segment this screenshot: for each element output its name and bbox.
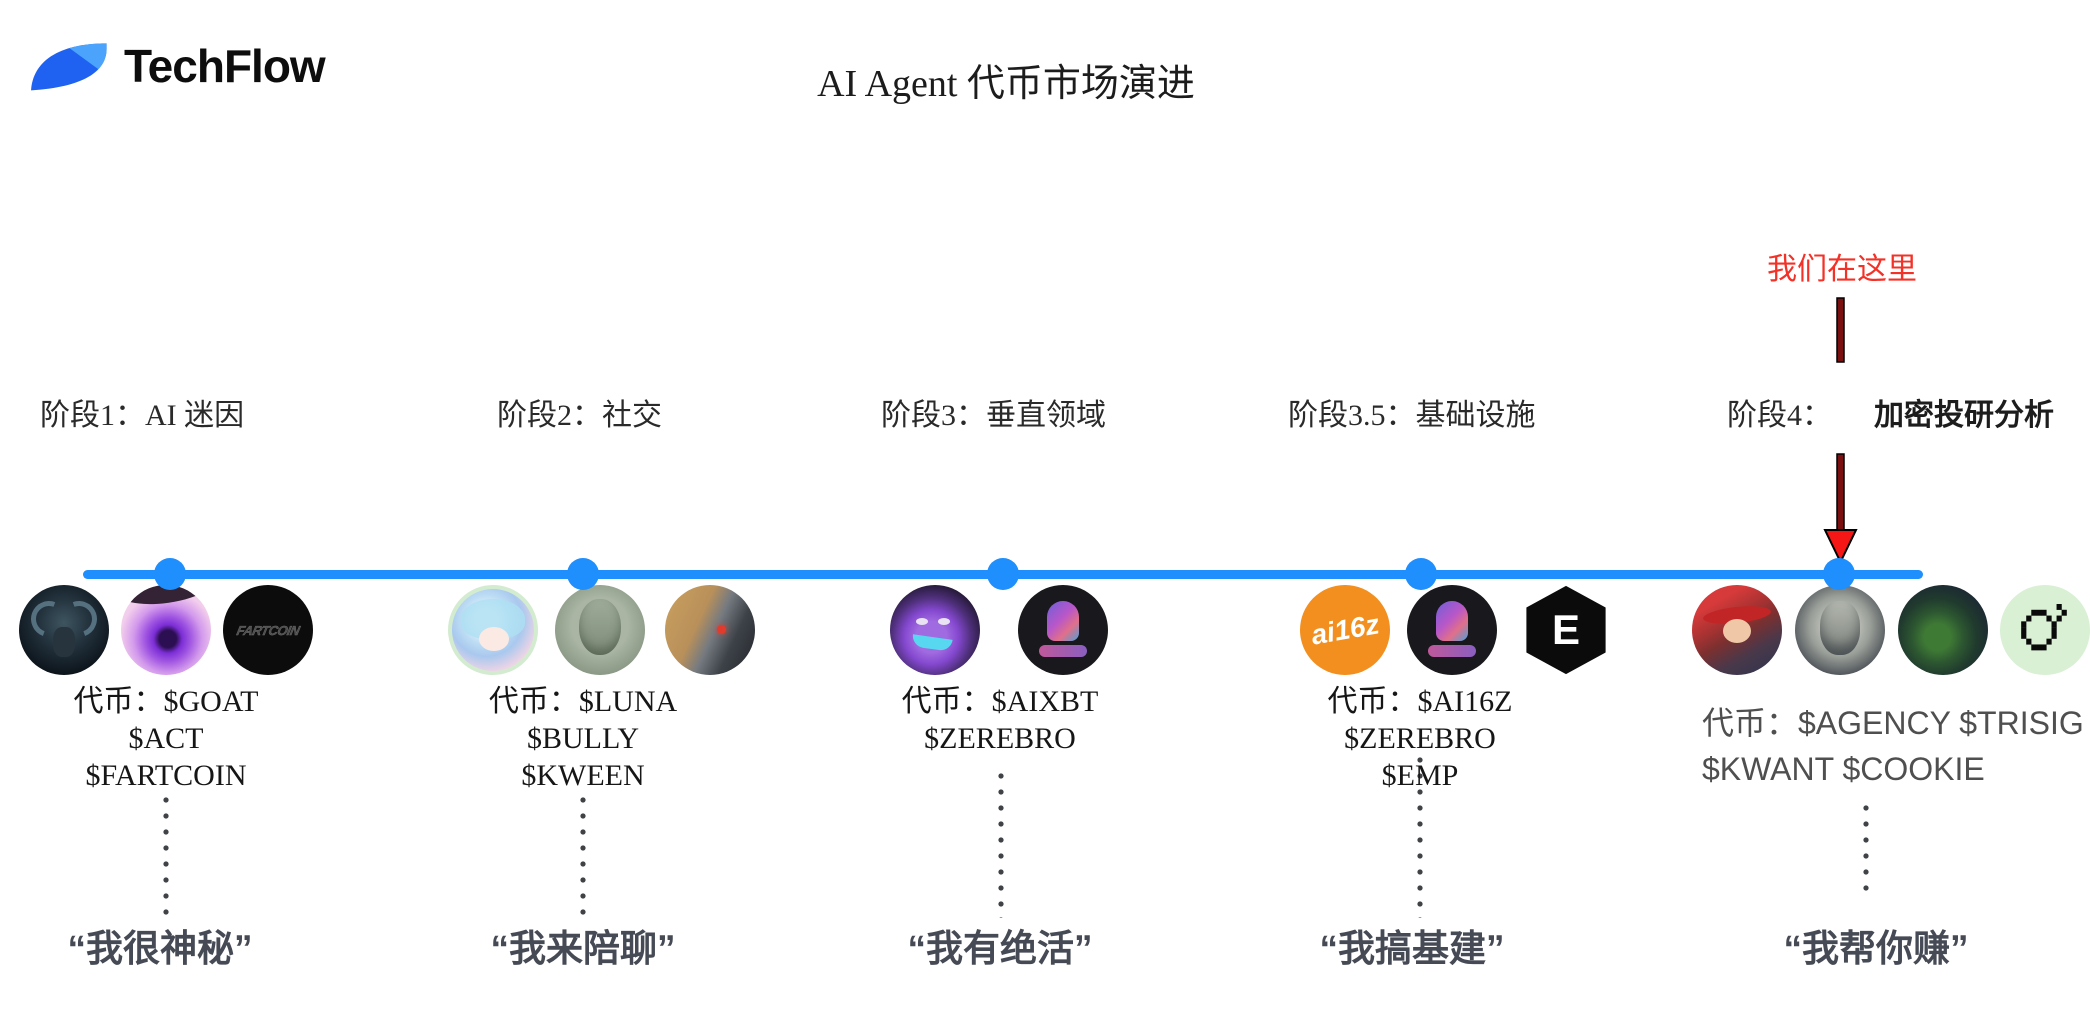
token-line: $KWEEN <box>521 759 645 792</box>
stage-token-list: 代币：$AI16Z $ZEREBRO $EMP <box>1250 683 1590 794</box>
act-token-avatar <box>121 585 211 675</box>
stage-token-list: 代币：$GOAT $ACT $FARTCOIN <box>0 683 336 794</box>
fartcoin-token-avatar: FARTCOIN <box>223 585 313 675</box>
zerebro-token-avatar <box>1018 585 1108 675</box>
techflow-leaf-icon <box>31 43 107 91</box>
token-line: $EMP <box>1381 759 1459 792</box>
token-line: $FARTCOIN <box>85 759 247 792</box>
goat-token-avatar <box>19 585 109 675</box>
stage-label: 阶段4：加密投研分析 <box>1727 399 2054 432</box>
stage-quote: “我帮你赚” <box>1783 928 1969 969</box>
dotted-connector <box>1863 800 1869 896</box>
bully-token-avatar <box>555 585 645 675</box>
kwant-token-avatar <box>1898 585 1988 675</box>
timeline-node-dot <box>987 558 1019 590</box>
stage-quote: “我搞基建” <box>1319 928 1505 969</box>
we-are-here-label: 我们在这里 <box>1767 253 1917 286</box>
stage-token-list: 代币：$AIXBT $ZEREBRO <box>830 683 1170 757</box>
dotted-connector <box>580 792 586 918</box>
token-line: $ZEREBRO <box>1344 722 1496 755</box>
here-arrow-icon <box>1823 297 1858 565</box>
token-line: $BULLY <box>527 722 639 755</box>
stage-quote: “我来陪聊” <box>490 928 676 969</box>
brand-name: TechFlow <box>124 40 326 92</box>
cookie-token-avatar <box>2000 585 2090 675</box>
luna-token-avatar <box>448 585 538 675</box>
stage-label: 阶段3.5：基础设施 <box>1288 399 1536 432</box>
token-line: 代币：$AIXBT <box>901 685 1099 718</box>
token-line: 代币：$LUNA <box>488 685 678 718</box>
aixbt-token-avatar <box>890 585 980 675</box>
page-title: AI Agent 代币市场演进 <box>817 63 1195 105</box>
emp-token-avatar: E <box>1526 585 1606 675</box>
stage-quote: “我很神秘” <box>67 928 253 969</box>
token-line: 代币：$AGENCY $TRISIG <box>1702 705 2084 741</box>
timeline-node-dot <box>1405 558 1437 590</box>
timeline-node-dot <box>154 558 186 590</box>
kween-token-avatar <box>665 585 755 675</box>
stage-token-list: 代币：$LUNA $BULLY $KWEEN <box>413 683 753 794</box>
dotted-connector <box>1417 752 1423 918</box>
techflow-logo: TechFlow <box>26 34 386 98</box>
token-line: $ZEREBRO <box>924 722 1076 755</box>
token-line: $KWANT $COOKIE <box>1702 751 1985 787</box>
dotted-connector <box>163 792 169 918</box>
timeline-node-dot <box>567 558 599 590</box>
stage-label: 阶段1：AI 迷因 <box>40 399 245 432</box>
pixel-cookie-icon <box>2021 604 2067 651</box>
trisig-token-avatar <box>1795 585 1885 675</box>
token-line: 代币：$GOAT <box>73 685 259 718</box>
stage-token-list: 代币：$AGENCY $TRISIG $KWANT $COOKIE <box>1702 700 2090 792</box>
stage-quote: “我有绝活” <box>907 928 1093 969</box>
dotted-connector <box>998 768 1004 918</box>
ai16z-token-avatar: ai16z <box>1300 585 1390 675</box>
stage-label: 阶段2：社交 <box>497 399 662 432</box>
token-line: 代币：$AI16Z <box>1327 685 1513 718</box>
zerebro-token-avatar <box>1407 585 1497 675</box>
token-line: $ACT <box>128 722 204 755</box>
timeline-node-dot <box>1823 558 1855 590</box>
stage-label: 阶段3：垂直领域 <box>881 399 1106 432</box>
agency-token-avatar <box>1692 585 1782 675</box>
